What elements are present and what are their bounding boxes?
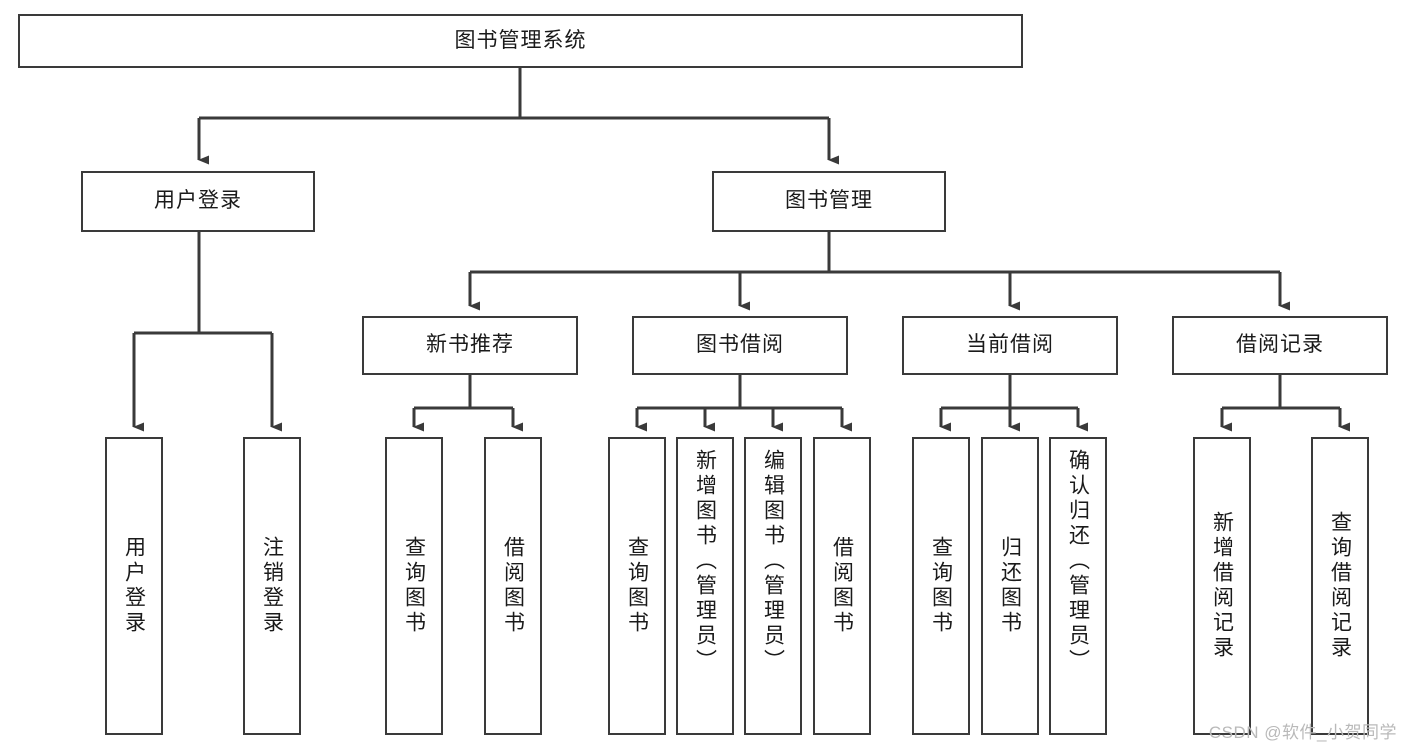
node-label: 用户登录 <box>154 189 242 213</box>
node-label: 查询图书 <box>625 536 649 636</box>
leaf-borrow-book-recommend[interactable]: 借阅图书 <box>484 437 542 735</box>
node-label: 编辑图书（管理员） <box>761 449 785 674</box>
node-label: 图书管理 <box>785 189 873 213</box>
node-label: 新增借阅记录 <box>1210 511 1234 661</box>
leaf-query-book-borrow[interactable]: 查询图书 <box>608 437 666 735</box>
node-label: 当前借阅 <box>966 333 1054 357</box>
node-label: 借阅图书 <box>501 536 525 636</box>
node-label: 图书借阅 <box>696 333 784 357</box>
node-label: 图书管理系统 <box>454 28 587 52</box>
leaf-confirm-return[interactable]: 确认归还（管理员） <box>1049 437 1107 735</box>
node-label: 查询图书 <box>929 536 953 636</box>
node-label: 确认归还（管理员） <box>1066 449 1090 674</box>
leaf-logout[interactable]: 注销登录 <box>243 437 301 735</box>
node-label: 新增图书（管理员） <box>693 449 717 674</box>
node-label: 借阅图书 <box>830 536 854 636</box>
node-label: 查询图书 <box>402 536 426 636</box>
leaf-borrow-book[interactable]: 借阅图书 <box>813 437 871 735</box>
node-root-system[interactable]: 图书管理系统 <box>18 14 1023 68</box>
node-book-management[interactable]: 图书管理 <box>712 171 946 232</box>
leaf-user-login[interactable]: 用户登录 <box>105 437 163 735</box>
leaf-query-book-current[interactable]: 查询图书 <box>912 437 970 735</box>
node-label: 新书推荐 <box>426 333 514 357</box>
node-book-borrow[interactable]: 图书借阅 <box>632 316 848 375</box>
node-label: 借阅记录 <box>1236 333 1324 357</box>
node-user-login[interactable]: 用户登录 <box>81 171 315 232</box>
node-current-borrow[interactable]: 当前借阅 <box>902 316 1118 375</box>
leaf-query-book-recommend[interactable]: 查询图书 <box>385 437 443 735</box>
node-label: 归还图书 <box>998 536 1022 636</box>
csdn-watermark: CSDN @软件_小贺同学 <box>1208 723 1397 742</box>
leaf-edit-book[interactable]: 编辑图书（管理员） <box>744 437 802 735</box>
node-label: 用户登录 <box>122 536 146 636</box>
node-label: 注销登录 <box>260 536 284 636</box>
leaf-query-borrow-record[interactable]: 查询借阅记录 <box>1311 437 1369 735</box>
leaf-return-book[interactable]: 归还图书 <box>981 437 1039 735</box>
node-borrow-records[interactable]: 借阅记录 <box>1172 316 1388 375</box>
leaf-add-borrow-record[interactable]: 新增借阅记录 <box>1193 437 1251 735</box>
node-label: 查询借阅记录 <box>1328 511 1352 661</box>
leaf-add-book[interactable]: 新增图书（管理员） <box>676 437 734 735</box>
node-new-book-recommend[interactable]: 新书推荐 <box>362 316 578 375</box>
